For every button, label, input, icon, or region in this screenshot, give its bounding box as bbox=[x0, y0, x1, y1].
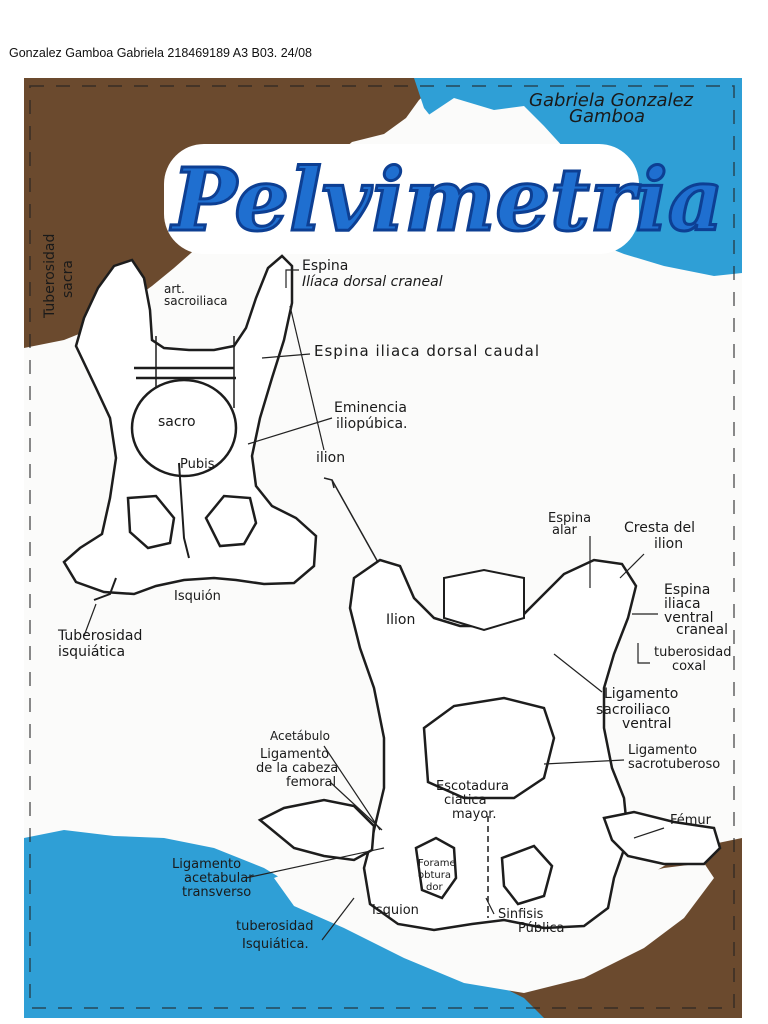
label-tuberosidad-sacra-1: Tuberosidad bbox=[42, 234, 58, 319]
label-tuberosidad-isquiatica-1: Tuberosidad bbox=[57, 628, 142, 644]
author-name-line1: Gabriela Gonzalez bbox=[529, 90, 694, 111]
label-espina-craneal-2: Ilíaca dorsal craneal bbox=[302, 274, 443, 290]
label-escotadura-1: Escotadura bbox=[436, 779, 509, 794]
label-espina-alar-2: alar bbox=[552, 523, 578, 538]
label-lig-sacrotuberoso-1: Ligamento bbox=[628, 743, 697, 758]
label-ilion-top: ilion bbox=[316, 450, 345, 466]
label-lig-sacroiliaco-1: Ligamento bbox=[604, 686, 678, 702]
label-tuberosidad-coxal-2: coxal bbox=[672, 659, 706, 674]
label-sinfisis-2: Pública bbox=[518, 921, 564, 936]
dashed-border bbox=[29, 85, 735, 1009]
label-lig-cabeza-1: Ligamento bbox=[260, 747, 329, 762]
label-tuberosidad-sacra-2: sacra bbox=[60, 260, 76, 298]
label-espina-ventral-3: ventral bbox=[664, 610, 714, 626]
label-sacro: sacro bbox=[158, 414, 196, 430]
label-espina-ventral-1: Espina bbox=[664, 582, 710, 598]
label-escotadura-2: ciatica bbox=[444, 793, 487, 808]
label-lig-cabeza-3: femoral bbox=[286, 775, 336, 790]
label-espina-ventral-4: craneal bbox=[676, 622, 728, 638]
dorsal-labels: Tuberosidad sacra art. sacroiliaca Espin… bbox=[42, 234, 540, 660]
blue-paper-bottom bbox=[24, 830, 544, 1018]
label-sacroiliaca: sacroiliaca bbox=[164, 294, 228, 308]
label-tuberosidad-coxal-1: tuberosidad bbox=[654, 645, 731, 660]
label-lig-acetabular-1: Ligamento bbox=[172, 857, 241, 872]
pelvimetry-illustration: Gabriela Gonzalez Gamboa Pelvimetria Tub… bbox=[24, 78, 742, 1018]
connector-arrow bbox=[323, 477, 385, 574]
label-lig-cabeza-2: de la cabeza bbox=[256, 761, 338, 776]
label-foramen-2: obtura bbox=[418, 870, 451, 881]
label-espina-alar-1: Espina bbox=[548, 511, 591, 526]
label-pubis: Pubis bbox=[180, 457, 215, 472]
dorsal-leader-lines bbox=[83, 269, 333, 637]
author-name-line2: Gamboa bbox=[569, 106, 645, 127]
label-lig-acetabular-2: acetabular bbox=[184, 871, 254, 886]
title-backing bbox=[164, 144, 639, 254]
label-lig-sacroiliaco-2: sacroiliaco bbox=[596, 702, 670, 718]
page-title: Pelvimetria bbox=[169, 150, 724, 251]
dorsal-pelvis-drawing bbox=[62, 254, 318, 601]
label-isquion-bottom: Isquion bbox=[372, 903, 419, 918]
label-femur: Fémur bbox=[670, 813, 712, 828]
label-lig-acetabular-3: transverso bbox=[182, 885, 251, 900]
label-cresta-1: Cresta del bbox=[624, 520, 695, 536]
label-art: art. bbox=[164, 282, 185, 296]
label-isquion-top: Isquión bbox=[174, 589, 221, 604]
label-eminencia-2: iliopúbica. bbox=[336, 416, 408, 432]
label-eminencia-1: Eminencia bbox=[334, 400, 407, 416]
ventral-pelvis-drawing bbox=[257, 558, 722, 932]
label-lig-sacrotuberoso-2: sacrotuberoso bbox=[628, 757, 720, 772]
label-foramen-1: Forame bbox=[418, 858, 456, 869]
ventral-leader-lines bbox=[245, 536, 665, 941]
label-lig-sacroiliaco-3: ventral bbox=[622, 716, 672, 732]
ventral-labels: Espina alar Cresta del ilion Espina ilia… bbox=[172, 511, 731, 952]
label-cresta-2: ilion bbox=[654, 536, 683, 552]
label-tuberosidad-isq-1: tuberosidad bbox=[236, 919, 313, 934]
label-tuberosidad-isq-2: Isquiática. bbox=[242, 937, 309, 952]
label-foramen-3: dor bbox=[426, 882, 443, 893]
label-espina-ventral-2: iliaca bbox=[664, 596, 701, 612]
label-espina-caudal: Espina iliaca dorsal caudal bbox=[314, 342, 540, 360]
label-acetabulo: Acetábulo bbox=[270, 729, 330, 743]
label-sinfisis-1: Sinfisis bbox=[498, 907, 544, 922]
label-espina-craneal-1: Espina bbox=[302, 258, 348, 274]
label-tuberosidad-isquiatica-2: isquiática bbox=[58, 644, 125, 660]
notebook-page: Gabriela Gonzalez Gamboa Pelvimetria Tub… bbox=[24, 78, 742, 1018]
label-escotadura-3: mayor. bbox=[452, 807, 497, 822]
page-header-caption: Gonzalez Gamboa Gabriela 218469189 A3 B0… bbox=[9, 46, 312, 60]
label-ilion-bottom: Ilion bbox=[386, 612, 415, 628]
